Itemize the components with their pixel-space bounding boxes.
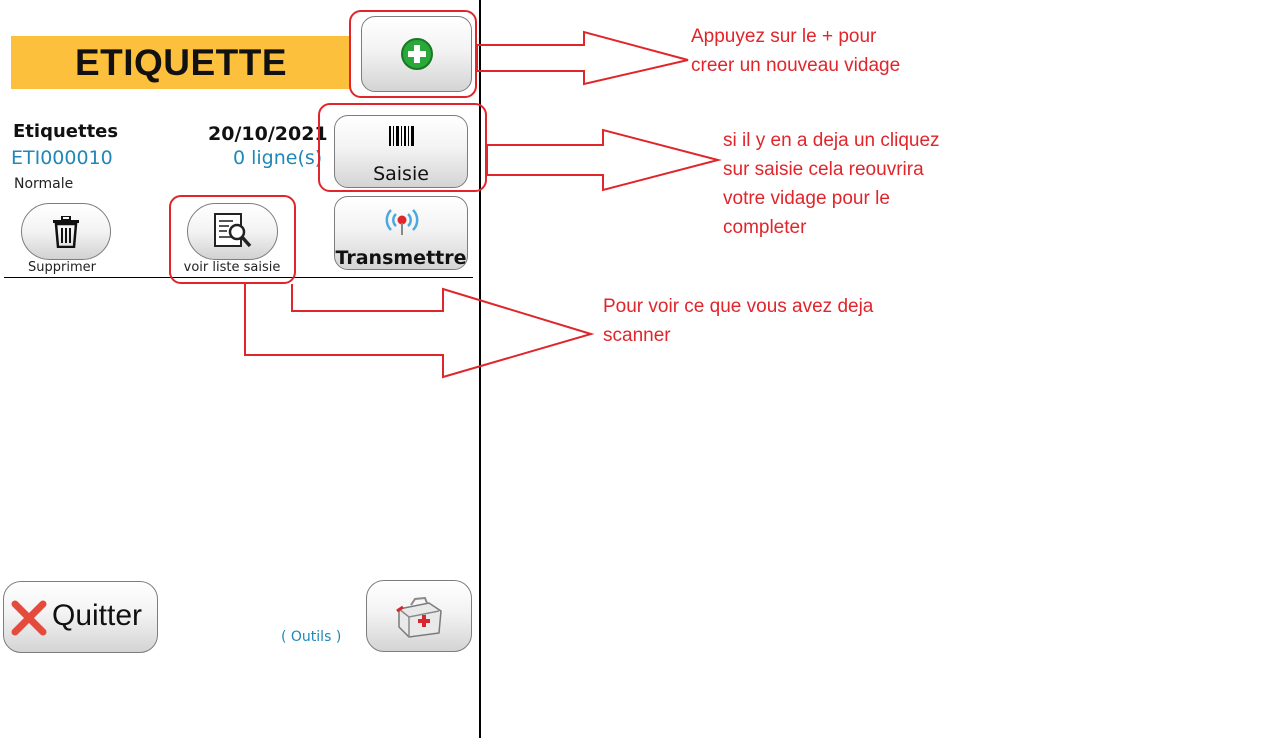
voir-liste-saisie-button[interactable] xyxy=(187,203,278,260)
document-mode: Normale xyxy=(14,176,74,192)
app-screen: ETIQUETTE Etiquettes ETI000010 Normale 2… xyxy=(0,0,481,738)
annotation-add: Appuyez sur le + pour creer un nouveau v… xyxy=(691,26,901,76)
supprimer-button[interactable] xyxy=(21,203,111,260)
outils-link[interactable]: ( Outils ) xyxy=(281,629,342,645)
tools-button[interactable] xyxy=(366,580,472,652)
add-button[interactable] xyxy=(361,16,472,92)
voir-liste-saisie-label: voir liste saisie xyxy=(183,260,281,275)
trash-icon xyxy=(53,216,79,248)
quitter-label: Quitter xyxy=(52,599,143,632)
document-search-icon xyxy=(214,213,252,248)
title-banner: ETIQUETTE xyxy=(11,36,351,89)
arrow-voir-liste xyxy=(244,284,595,379)
document-type-label: Etiquettes xyxy=(13,121,119,142)
arrow-saisie xyxy=(486,128,722,192)
annotation-saisie: si il y en a deja un cliquez sur saisie … xyxy=(723,130,940,238)
document-date: 20/10/2021 xyxy=(208,123,328,145)
first-aid-kit-icon xyxy=(396,597,442,638)
saisie-label: Saisie xyxy=(373,163,429,185)
document-code[interactable]: ETI000010 xyxy=(11,147,113,169)
page-title: ETIQUETTE xyxy=(74,41,288,83)
supprimer-label: Supprimer xyxy=(28,260,96,275)
arrow-add xyxy=(476,30,689,86)
transmettre-label: Transmettre xyxy=(335,247,467,269)
transmettre-button[interactable]: Transmettre xyxy=(334,196,468,270)
annotation-voir-liste: Pour voir ce que vous avez deja scanner xyxy=(603,296,874,346)
divider xyxy=(4,277,473,278)
plus-circle-icon xyxy=(401,38,433,70)
line-count: 0 ligne(s) xyxy=(233,147,323,169)
saisie-button[interactable]: Saisie xyxy=(334,115,468,188)
antenna-icon xyxy=(385,209,419,235)
close-x-icon xyxy=(11,600,47,636)
quitter-button[interactable]: Quitter xyxy=(3,581,158,653)
highlight-voir-liste-button xyxy=(169,195,296,284)
barcode-icon xyxy=(389,126,414,146)
